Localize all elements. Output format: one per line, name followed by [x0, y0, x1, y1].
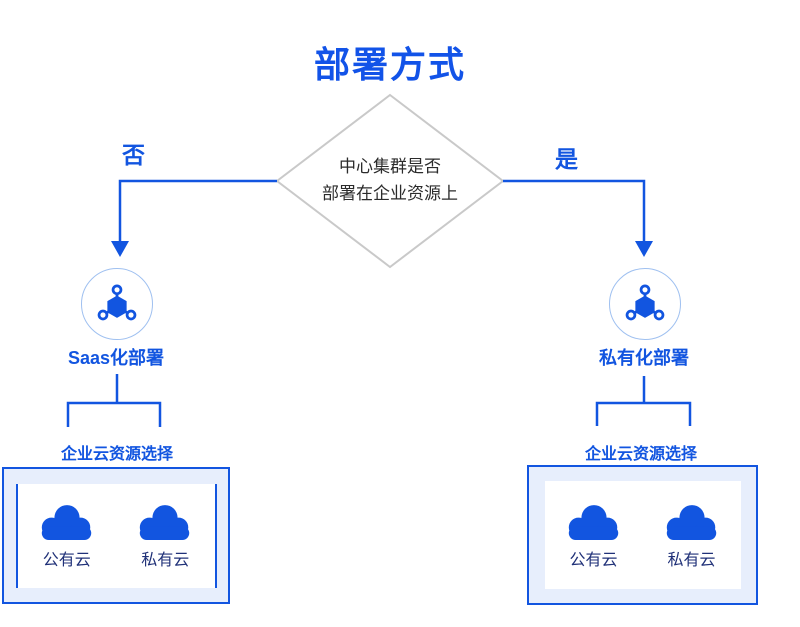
cloud-option-label: 公有云	[42, 552, 91, 569]
branch-line-yes	[503, 179, 646, 243]
option-public-cloud: 公有云	[36, 501, 98, 570]
option-private-cloud: 私有云	[661, 501, 723, 570]
cluster-icon	[97, 284, 137, 321]
node-label-saas: Saas化部署	[67, 348, 165, 368]
node-saas-deployment	[81, 268, 153, 340]
cloud-option-label: 私有云	[141, 552, 190, 569]
arrow-down-icon	[111, 241, 129, 257]
node-label-private: 私有化部署	[599, 348, 689, 368]
cloud-option-label: 私有云	[667, 551, 716, 569]
section-title-yes: 企业云资源选择	[584, 446, 697, 463]
cloud-icon	[140, 505, 190, 540]
resource-box-yes: 公有云 私有云	[527, 465, 758, 605]
option-public-cloud: 公有云	[563, 501, 625, 570]
bracket-connector-yes	[595, 376, 692, 426]
decision-question-line1: 中心集群是否	[339, 157, 441, 176]
arrow-down-icon	[635, 241, 653, 257]
node-private-deployment	[609, 268, 681, 340]
page-title: 部署方式	[313, 44, 466, 85]
decision-question: 中心集群是否 部署在企业资源上	[290, 153, 490, 207]
section-title-no: 企业云资源选择	[60, 446, 173, 463]
decision-diamond-shape	[275, 93, 505, 269]
resource-panel: 公有云 私有云	[544, 481, 741, 589]
edge-label-yes: 是	[555, 146, 578, 172]
resource-box-no: 公有云 私有云	[2, 467, 230, 604]
resource-panel: 公有云 私有云	[15, 483, 217, 588]
option-private-cloud: 私有云	[134, 501, 196, 570]
edge-label-no: 否	[122, 142, 145, 168]
branch-line-no	[118, 179, 277, 243]
bracket-connector-no	[66, 374, 162, 427]
cluster-icon	[625, 284, 665, 321]
decision-question-line2: 部署在企业资源上	[322, 184, 458, 203]
cloud-option-label: 公有云	[569, 551, 618, 569]
cloud-icon	[41, 505, 91, 540]
cloud-icon	[568, 504, 618, 540]
cloud-icon	[666, 504, 716, 540]
